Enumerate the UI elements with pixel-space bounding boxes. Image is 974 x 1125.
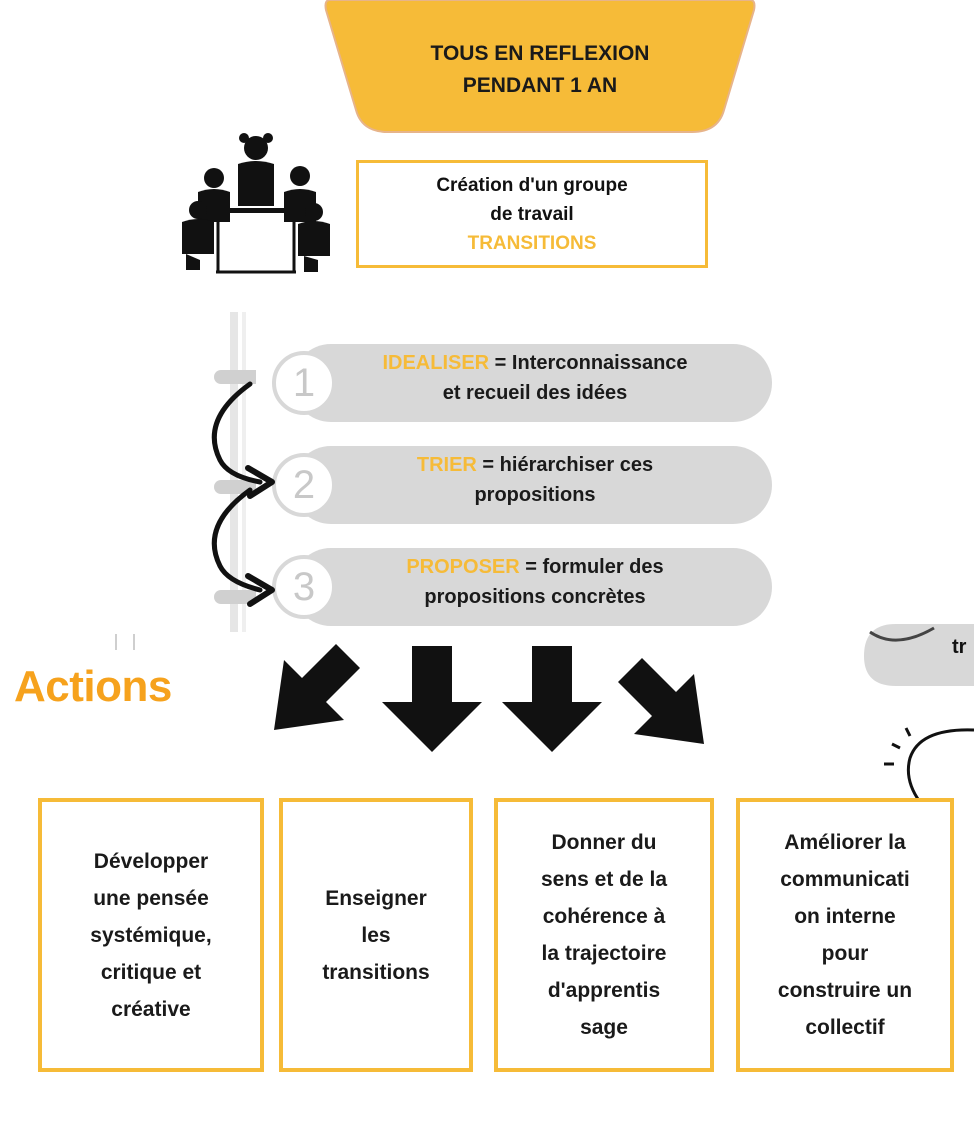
card-4-line: communicati — [780, 868, 910, 891]
step-1-number: 1 — [272, 351, 336, 415]
partial-step-pill — [864, 624, 974, 686]
group-line-2: de travail — [490, 203, 574, 225]
banner-line-2: PENDANT 1 AN — [462, 74, 618, 97]
banner-line-1: TOUS EN REFLEXION — [430, 42, 650, 65]
card-4-line: collectif — [805, 1016, 885, 1039]
step-3-line2: propositions concrètes — [424, 586, 646, 608]
step-2-number: 2 — [272, 453, 336, 517]
step-3-rest: = formuler des — [519, 556, 664, 578]
step-2-rest: = hiérarchiser ces — [476, 454, 654, 476]
step-3-pill — [292, 548, 772, 626]
actions-title: Actions — [14, 662, 172, 711]
action-card-3: Donner du sens et de la cohérence à la t… — [494, 798, 714, 1072]
lightbulb-icon — [884, 727, 974, 803]
action-arrows — [274, 644, 704, 752]
step-2-pill — [292, 446, 772, 524]
partial-step-text: tr — [952, 636, 967, 658]
step-1-text: IDEALISER = Interconnaissance et recueil… — [300, 348, 770, 408]
working-group-box: Création d'un groupe de travail TRANSITI… — [356, 160, 708, 268]
card-4-line: on interne — [794, 905, 896, 928]
card-2-line: Enseigner — [325, 886, 427, 910]
step-3-number: 3 — [272, 555, 336, 619]
team-meeting-icon — [182, 133, 330, 274]
card-1-line: systémique, — [90, 923, 212, 947]
step-3-keyword: PROPOSER — [406, 556, 520, 578]
card-4-line: pour — [821, 942, 869, 965]
group-highlight: TRANSITIONS — [467, 232, 597, 254]
card-1-line: critique et — [100, 960, 202, 984]
card-3-line: d'apprentis — [547, 979, 661, 1002]
step-2-keyword: TRIER — [416, 454, 477, 476]
step-1-line2: et recueil des idées — [442, 382, 628, 404]
card-1-line: Développer — [93, 849, 209, 873]
card-2-line: les — [361, 923, 391, 947]
card-1-line: créative — [111, 997, 191, 1021]
card-3-line: Donner du — [551, 831, 657, 854]
step-2-line2: propositions — [474, 484, 596, 506]
card-3-line: cohérence à — [542, 905, 666, 928]
step-3-text: PROPOSER = formuler des propositions con… — [300, 552, 770, 612]
step-1-keyword: IDEALISER — [382, 352, 490, 374]
card-2-line: transitions — [322, 960, 430, 984]
card-3-line: sage — [580, 1016, 628, 1039]
group-line-1: Création d'un groupe — [436, 174, 628, 196]
action-card-4: Améliorer la communicati on interne pour… — [736, 798, 954, 1072]
card-3-line: sens et de la — [540, 868, 668, 891]
edge-marks — [115, 634, 135, 650]
card-1-line: une pensée — [93, 886, 209, 910]
curved-flow-arrows — [211, 381, 275, 607]
card-4-line: construire un — [777, 979, 913, 1002]
top-banner — [324, 0, 756, 133]
banner-title: TOUS EN REFLEXION PENDANT 1 AN — [330, 38, 750, 102]
card-4-line: Améliorer la — [784, 831, 906, 854]
step-1-pill — [292, 344, 772, 422]
step-1-rest: = Interconnaissance — [489, 352, 688, 374]
action-card-1: Développer une pensée systémique, critiq… — [38, 798, 264, 1072]
card-3-line: la trajectoire — [541, 942, 667, 965]
action-card-2: Enseigner les transitions — [279, 798, 473, 1072]
step-2-text: TRIER = hiérarchiser ces propositions — [300, 450, 770, 510]
